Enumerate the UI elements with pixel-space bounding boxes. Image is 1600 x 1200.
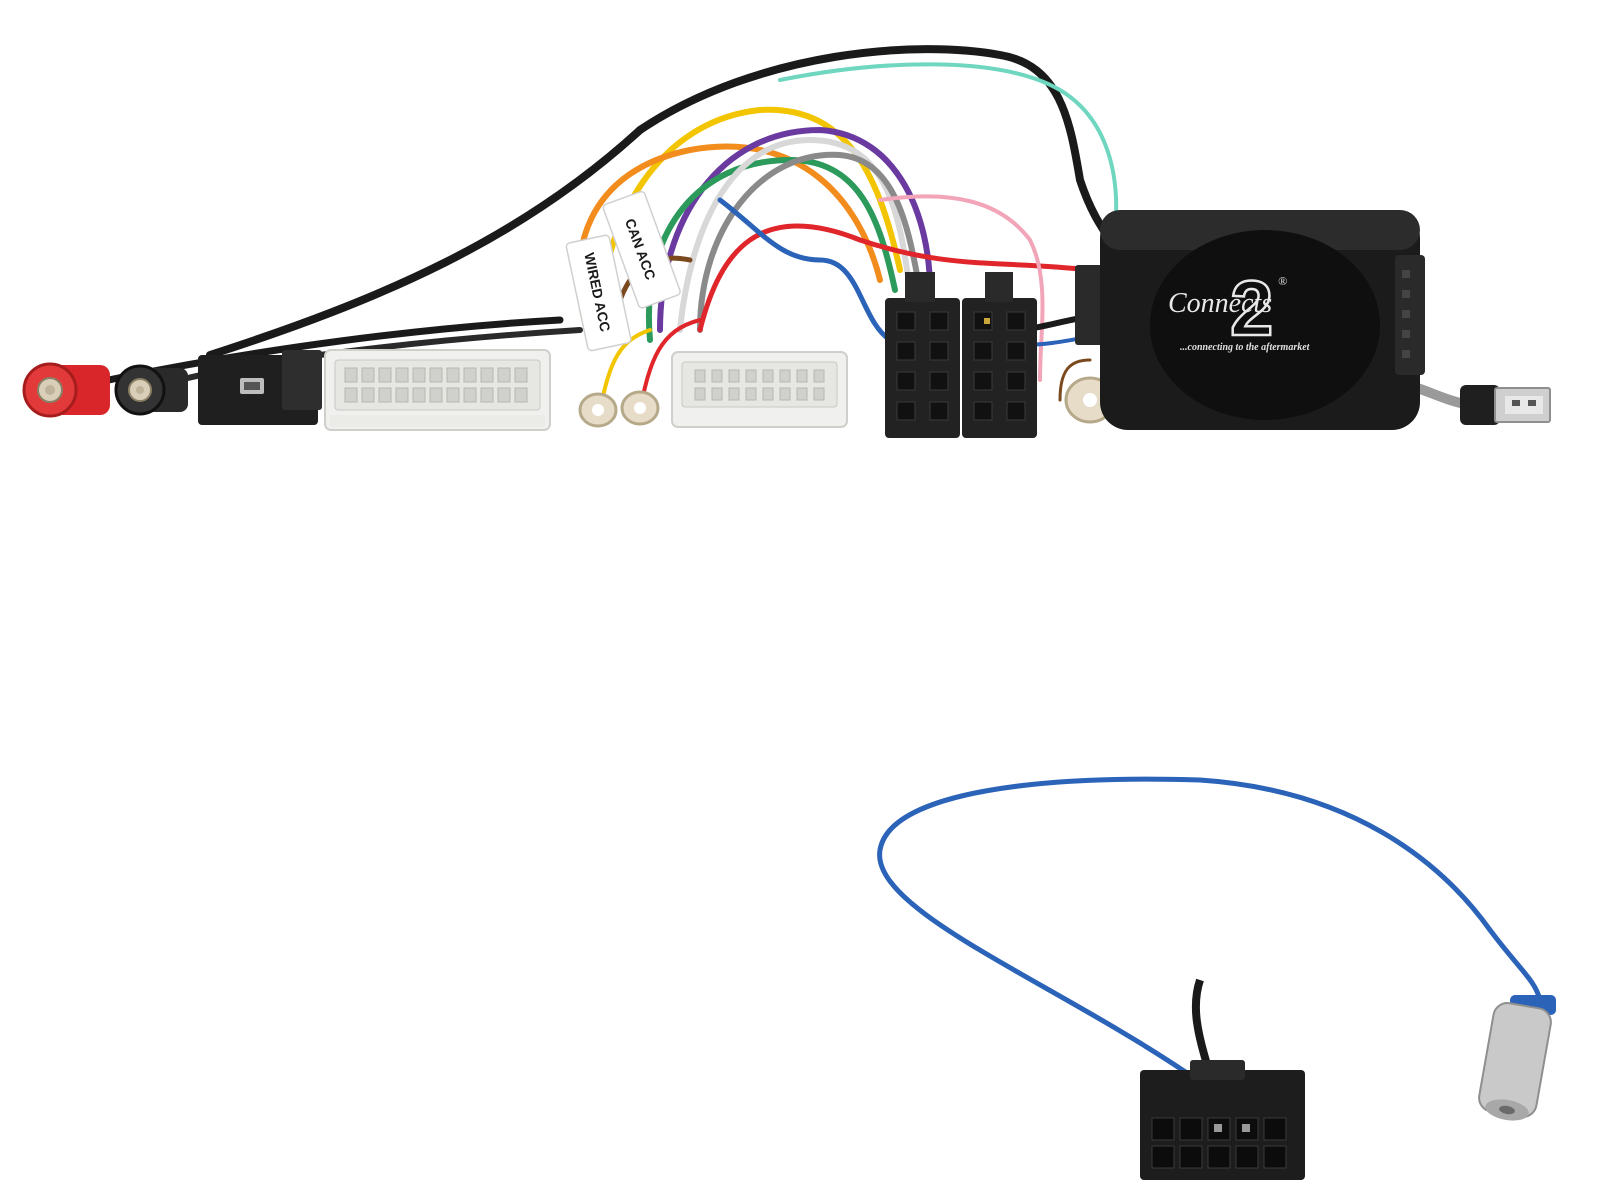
logo-number: 2 (1230, 264, 1273, 352)
rca-red-plug-icon (22, 362, 110, 418)
purple-wire (657, 126, 933, 333)
blue-lead-wire (877, 776, 1543, 1078)
antenna-plug-icon (1478, 995, 1556, 1121)
tag-can-acc: CAN ACC (602, 190, 681, 309)
teal-wire (778, 62, 1119, 232)
red-wire (697, 223, 1093, 333)
iso-connector-left (885, 272, 960, 438)
brand-logo: 2 Connects ® ...connecting to the afterm… (1168, 263, 1311, 354)
black-loop-cable (206, 45, 1114, 359)
grey-wire (697, 151, 923, 333)
logo-wordmark: Connects (1168, 288, 1272, 319)
antenna-lead (877, 776, 1543, 1078)
ring-terminal-pair-left (578, 390, 660, 428)
registered-mark: ® (1278, 274, 1287, 288)
white-connector-medium (671, 351, 848, 428)
interface-module: 2 Connects ® ...connecting to the afterm… (1075, 210, 1425, 430)
usb-plug-icon (1460, 385, 1551, 425)
white-connector-large (324, 349, 551, 431)
mini-usb-connector (198, 350, 322, 425)
logo-tagline: ...connecting to the aftermarket (1180, 342, 1311, 353)
tag-wired-acc: WIRED ACC (565, 234, 632, 352)
rca-black-plug-icon (114, 364, 188, 416)
white-wire (677, 136, 913, 333)
iso-connector-right (962, 272, 1037, 438)
blue-wire (717, 197, 893, 343)
antenna-block-connector (1140, 1060, 1305, 1180)
green-wire (645, 156, 898, 343)
pink-wire (878, 194, 1045, 382)
